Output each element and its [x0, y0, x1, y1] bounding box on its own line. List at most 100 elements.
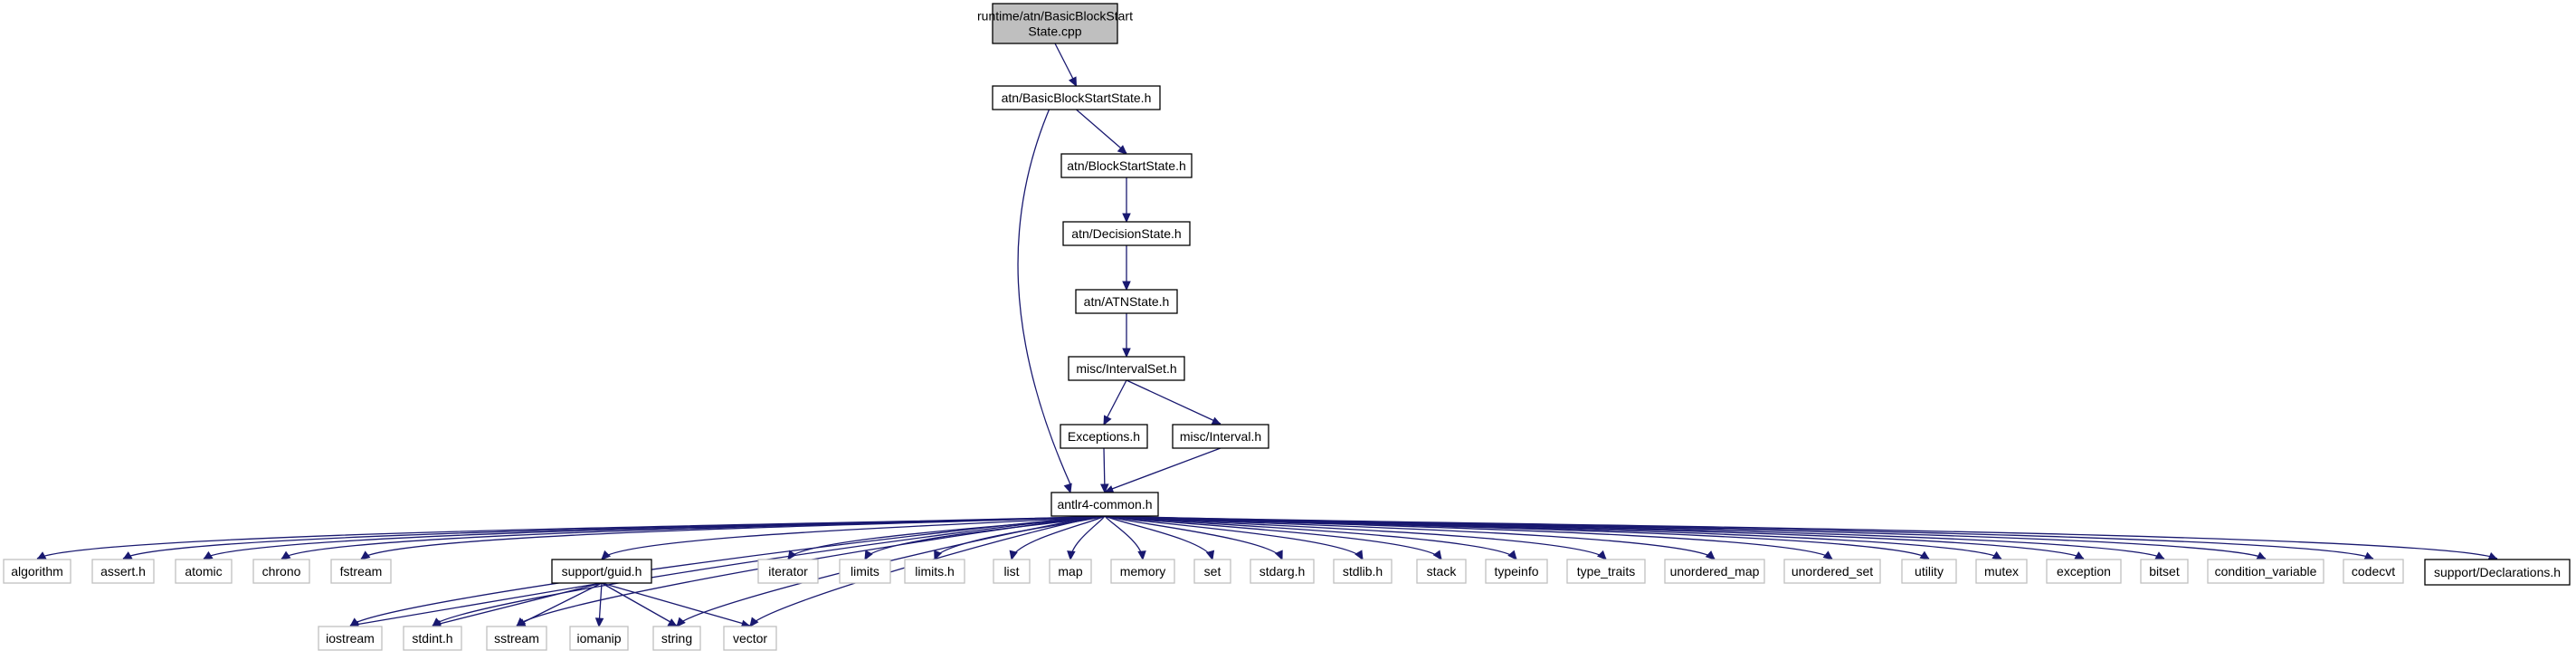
node-guid-h[interactable]: support/guid.h: [551, 559, 652, 584]
node-decl-h[interactable]: support/Declarations.h: [2424, 559, 2571, 586]
node-is-h[interactable]: misc/IntervalSet.h: [1068, 356, 1185, 381]
node-label: exception: [2057, 564, 2111, 579]
node-condition-variable: condition_variable: [2207, 559, 2324, 584]
node-exc-h[interactable]: Exceptions.h: [1060, 424, 1148, 449]
node-label: stdarg.h: [1259, 564, 1306, 579]
edge-is_h-to-int_h: [1126, 379, 1222, 426]
edge-is_h-to-exc_h: [1103, 379, 1127, 426]
edge-bss_h-to-ds_h: [1122, 177, 1131, 224]
node-label: mutex: [1984, 564, 2019, 579]
node-bss-h[interactable]: atn/BlockStartState.h: [1060, 153, 1193, 178]
node-box: [757, 559, 819, 584]
node-mutex: mutex: [1975, 559, 2028, 584]
node-ds-h[interactable]: atn/DecisionState.h: [1062, 221, 1191, 246]
node-label: codecvt: [2352, 564, 2395, 579]
node-box: [91, 559, 155, 584]
node-exception: exception: [2046, 559, 2122, 584]
node-atomic: atomic: [175, 559, 233, 584]
node-utility: utility: [1901, 559, 1957, 584]
node-label: bitset: [2149, 564, 2180, 579]
node-label: utility: [1915, 564, 1944, 579]
edge-common_h-to-memory: [1104, 515, 1146, 561]
node-map: map: [1049, 559, 1092, 584]
node-assert-h: assert.h: [91, 559, 155, 584]
node-iterator: iterator: [757, 559, 819, 584]
node-label: stack: [1427, 564, 1458, 579]
node-typeinfo: typeinfo: [1485, 559, 1548, 584]
node-box: [403, 626, 462, 651]
nodes-layer: runtime/atn/BasicBlockStartState.cpp atn/…: [3, 3, 2571, 651]
node-iomanip: iomanip: [569, 626, 629, 651]
node-stdlib-h: stdlib.h: [1333, 559, 1393, 584]
node-atns-h[interactable]: atn/ATNState.h: [1075, 289, 1178, 314]
edge-common_h-to-type_traits: [1104, 515, 1607, 560]
node-stdarg-h: stdarg.h: [1250, 559, 1315, 584]
node-label: misc/Interval.h: [1180, 429, 1261, 444]
edge-common_h-to-typeinfo: [1104, 515, 1517, 560]
node-chrono: chrono: [252, 559, 310, 584]
node-memory: memory: [1110, 559, 1175, 584]
node-label: vector: [733, 631, 767, 646]
node-box: [2424, 559, 2571, 586]
edge-ds_h-to-atns_h: [1122, 245, 1131, 292]
node-common-h[interactable]: antlr4-common.h: [1050, 492, 1159, 517]
node-bbss-h[interactable]: atn/BasicBlockStartState.h: [992, 85, 1161, 110]
edge-guid_h-to-iomanip: [594, 582, 604, 628]
edge-bbss_h-to-common_h: [1017, 109, 1072, 494]
node-box: [2140, 559, 2189, 584]
node-label: atn/BasicBlockStartState.h: [1002, 91, 1152, 105]
node-box: [1975, 559, 2028, 584]
node-box: [839, 559, 891, 584]
node-label: atomic: [185, 564, 222, 579]
node-box: [1901, 559, 1957, 584]
node-box: [569, 626, 629, 651]
edge-common_h-to-stdarg_h: [1104, 515, 1283, 561]
node-label: misc/IntervalSet.h: [1076, 361, 1176, 376]
node-root[interactable]: runtime/atn/BasicBlockStartState.cpp: [977, 3, 1133, 44]
node-box: [175, 559, 233, 584]
node-label-line-1: runtime/atn/BasicBlockStart: [977, 9, 1133, 24]
edge-guid_h-to-string: [601, 582, 679, 627]
node-label: sstream: [494, 631, 539, 646]
node-set: set: [1193, 559, 1231, 584]
node-box: [1050, 492, 1159, 517]
node-label: iomanip: [576, 631, 621, 646]
node-box: [2343, 559, 2404, 584]
node-unordered-set: unordered_set: [1783, 559, 1881, 584]
node-box: [1068, 356, 1185, 381]
edge-common_h-to-fstream: [360, 515, 1106, 560]
node-label: limits.h: [915, 564, 955, 579]
node-label: condition_variable: [2215, 564, 2317, 579]
node-type-traits: type_traits: [1566, 559, 1646, 584]
edge-atns_h-to-is_h: [1122, 313, 1131, 359]
node-limits-h: limits.h: [904, 559, 965, 584]
edge-common_h-to-stdlib_h: [1104, 515, 1364, 561]
node-box: [252, 559, 310, 584]
node-box: [904, 559, 965, 584]
node-box: [1075, 289, 1178, 314]
node-label: stdlib.h: [1343, 564, 1383, 579]
node-label: support/guid.h: [562, 564, 642, 579]
node-sstream: sstream: [486, 626, 547, 651]
node-box: [551, 559, 652, 584]
node-string: string: [652, 626, 701, 651]
node-label: stdint.h: [412, 631, 452, 646]
edge-int_h-to-common_h: [1103, 447, 1221, 494]
node-box: [993, 559, 1031, 584]
node-codecvt: codecvt: [2343, 559, 2404, 584]
node-label: string: [661, 631, 692, 646]
node-box: [330, 559, 392, 584]
node-label: typeinfo: [1494, 564, 1538, 579]
node-int-h[interactable]: misc/Interval.h: [1172, 424, 1269, 449]
node-box: [3, 559, 71, 584]
node-stdint-h: stdint.h: [403, 626, 462, 651]
edge-common_h-to-stack: [1104, 515, 1442, 561]
node-box: [1049, 559, 1092, 584]
node-label: iterator: [768, 564, 808, 579]
edge-common_h-to-guid_h: [601, 515, 1106, 560]
node-box: [1333, 559, 1393, 584]
node-label: algorithm: [11, 564, 63, 579]
node-label: antlr4-common.h: [1057, 497, 1152, 512]
node-box: [1664, 559, 1765, 584]
